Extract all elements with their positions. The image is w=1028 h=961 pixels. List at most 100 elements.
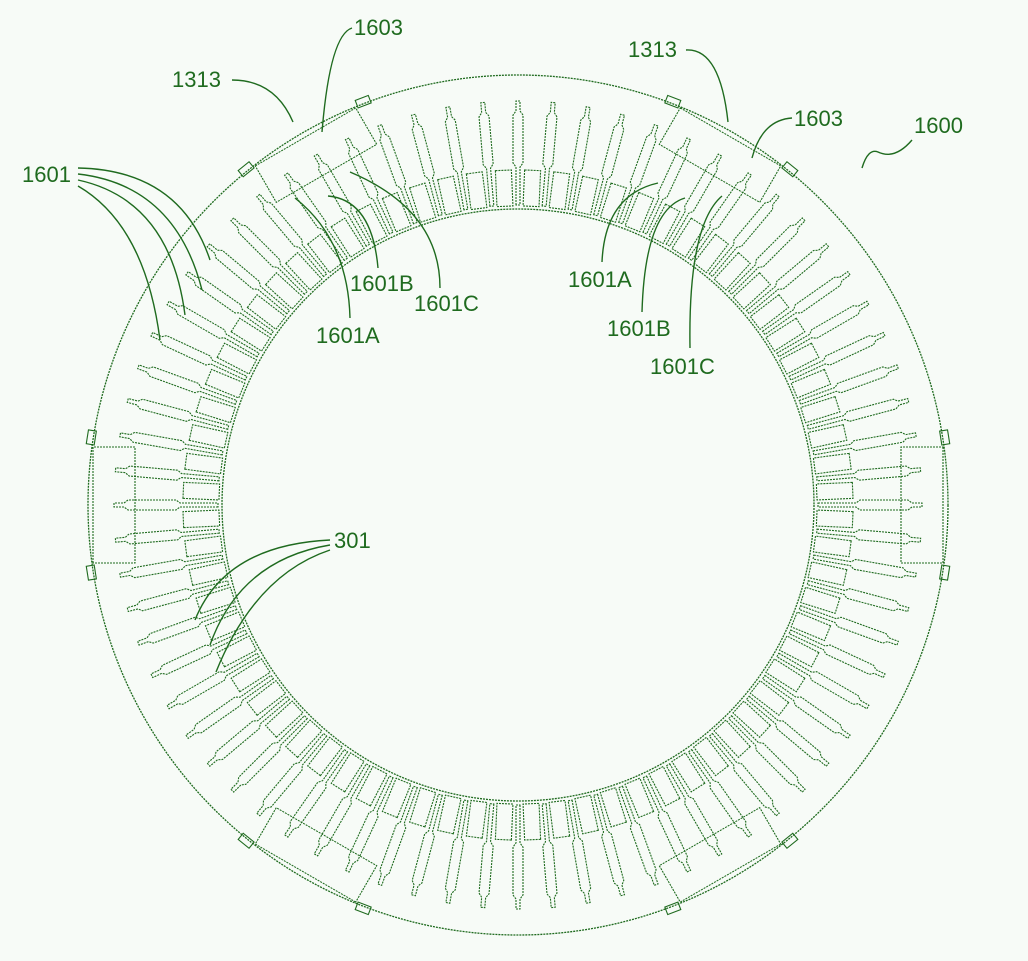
outer-slot-outline: [313, 153, 371, 247]
mounting-block-outline: [658, 107, 782, 204]
outer-slot: [344, 775, 394, 873]
inner-tooth-outline: [285, 251, 323, 291]
inner-tooth: [812, 452, 852, 475]
outer-slot: [788, 629, 886, 679]
inner-tooth: [285, 251, 323, 291]
inner-tooth: [671, 217, 706, 258]
outer-slot: [113, 499, 219, 511]
outer-slot-outline: [745, 695, 830, 767]
inner-tooth-outline: [184, 452, 224, 475]
inner-tooth: [692, 736, 730, 777]
inner-tooth-outline: [437, 175, 462, 216]
outer-slot: [166, 652, 260, 710]
inner-tooth: [807, 561, 848, 586]
inner-tooth: [713, 251, 751, 291]
outer-slot-outline: [344, 137, 394, 235]
outer-slot: [283, 748, 349, 838]
outer-slot: [745, 243, 830, 315]
inner-tooth-outline: [624, 191, 655, 233]
outer-slot-outline: [150, 629, 248, 679]
outer-slot: [708, 732, 780, 817]
leader-1601-4: [77, 185, 161, 341]
outer-slot-outline: [114, 465, 220, 482]
mounting-block: [254, 806, 378, 903]
inner-tooth-outline: [182, 509, 221, 529]
outer-slot-outline: [410, 113, 443, 217]
outer-slot: [377, 785, 418, 887]
outer-slot-outline: [816, 528, 922, 545]
outer-slot: [136, 605, 238, 646]
inner-tooth: [204, 368, 246, 399]
inner-tooth: [624, 777, 655, 819]
inner-tooth-outline: [264, 272, 304, 310]
ring-outlines: [87, 74, 949, 936]
outer-slot-outline: [776, 300, 870, 358]
outer-slot-outline: [727, 714, 806, 793]
outer-slot: [593, 793, 626, 897]
inner-tooth: [599, 787, 628, 828]
leader-1313-right: [685, 49, 729, 123]
outer-slot: [567, 799, 592, 904]
inner-tooth: [749, 293, 790, 331]
outer-slot: [444, 106, 469, 211]
outer-slot-outline: [313, 763, 371, 857]
inner-tooth-outline: [800, 586, 841, 615]
outer-slot-outline: [806, 397, 910, 430]
inner-tooth: [306, 736, 344, 777]
reference-labels: 1600 1313 1313 1603 1603 1601 1601A 1601…: [22, 15, 963, 553]
inner-tooth: [800, 586, 841, 615]
outer-slot-outline: [119, 554, 224, 579]
inner-tooth-outline: [548, 171, 571, 211]
outer-slot: [812, 554, 917, 579]
outer-slot: [541, 803, 558, 909]
inner-tooth-outline: [230, 658, 271, 693]
leader-1603-left: [321, 27, 353, 133]
outer-slot: [150, 629, 248, 679]
leader-301-1: [194, 539, 331, 621]
outer-slot-outline: [512, 100, 524, 206]
inner-tooth-outline: [765, 317, 806, 352]
outer-slot: [798, 605, 900, 646]
mounting-tab-outline: [237, 160, 255, 178]
outer-slot: [708, 193, 780, 278]
outer-slot: [313, 763, 371, 857]
inner-tooth: [188, 561, 229, 586]
label-1600: 1600: [914, 113, 963, 138]
leader-301-2: [209, 544, 331, 646]
inner-tooth-outline: [195, 395, 236, 424]
inner-tooth: [749, 679, 790, 717]
outer-slot-group: [113, 100, 923, 910]
leader-1600: [861, 139, 913, 169]
label-1601: 1601: [22, 162, 71, 187]
inner-tooth: [815, 509, 854, 529]
inner-tooth-outline: [624, 777, 655, 819]
leader-1313-left: [231, 79, 294, 123]
inner-tooth-outline: [812, 535, 852, 558]
outer-slot: [478, 803, 495, 909]
outer-slot-outline: [708, 193, 780, 278]
inner-tooth: [246, 679, 287, 717]
outer-slot-outline: [185, 270, 275, 336]
mounting-block: [900, 446, 944, 564]
inner-tooth-outline: [188, 561, 229, 586]
leader-1601A-left: [294, 197, 351, 319]
label-1603-left: 1603: [354, 15, 403, 40]
label-301: 301: [334, 528, 371, 553]
outer-slot: [567, 106, 592, 211]
outer-slot-outline: [377, 785, 418, 887]
outer-slot-outline: [230, 714, 309, 793]
inner-tooth: [732, 272, 772, 310]
inner-tooth-outline: [713, 719, 751, 759]
inner-tooth: [182, 509, 221, 529]
inner-tooth-outline: [692, 233, 730, 274]
outer-slot-outline: [410, 793, 443, 897]
outer-slot: [230, 217, 309, 296]
outer-slot: [817, 499, 923, 511]
outer-slot-outline: [444, 106, 469, 211]
inner-tooth: [355, 203, 388, 245]
inner-tooth-outline: [408, 182, 437, 223]
mounting-tab-outline: [939, 564, 951, 581]
inner-tooth: [778, 635, 820, 668]
mounting-tab-outline: [354, 94, 372, 109]
